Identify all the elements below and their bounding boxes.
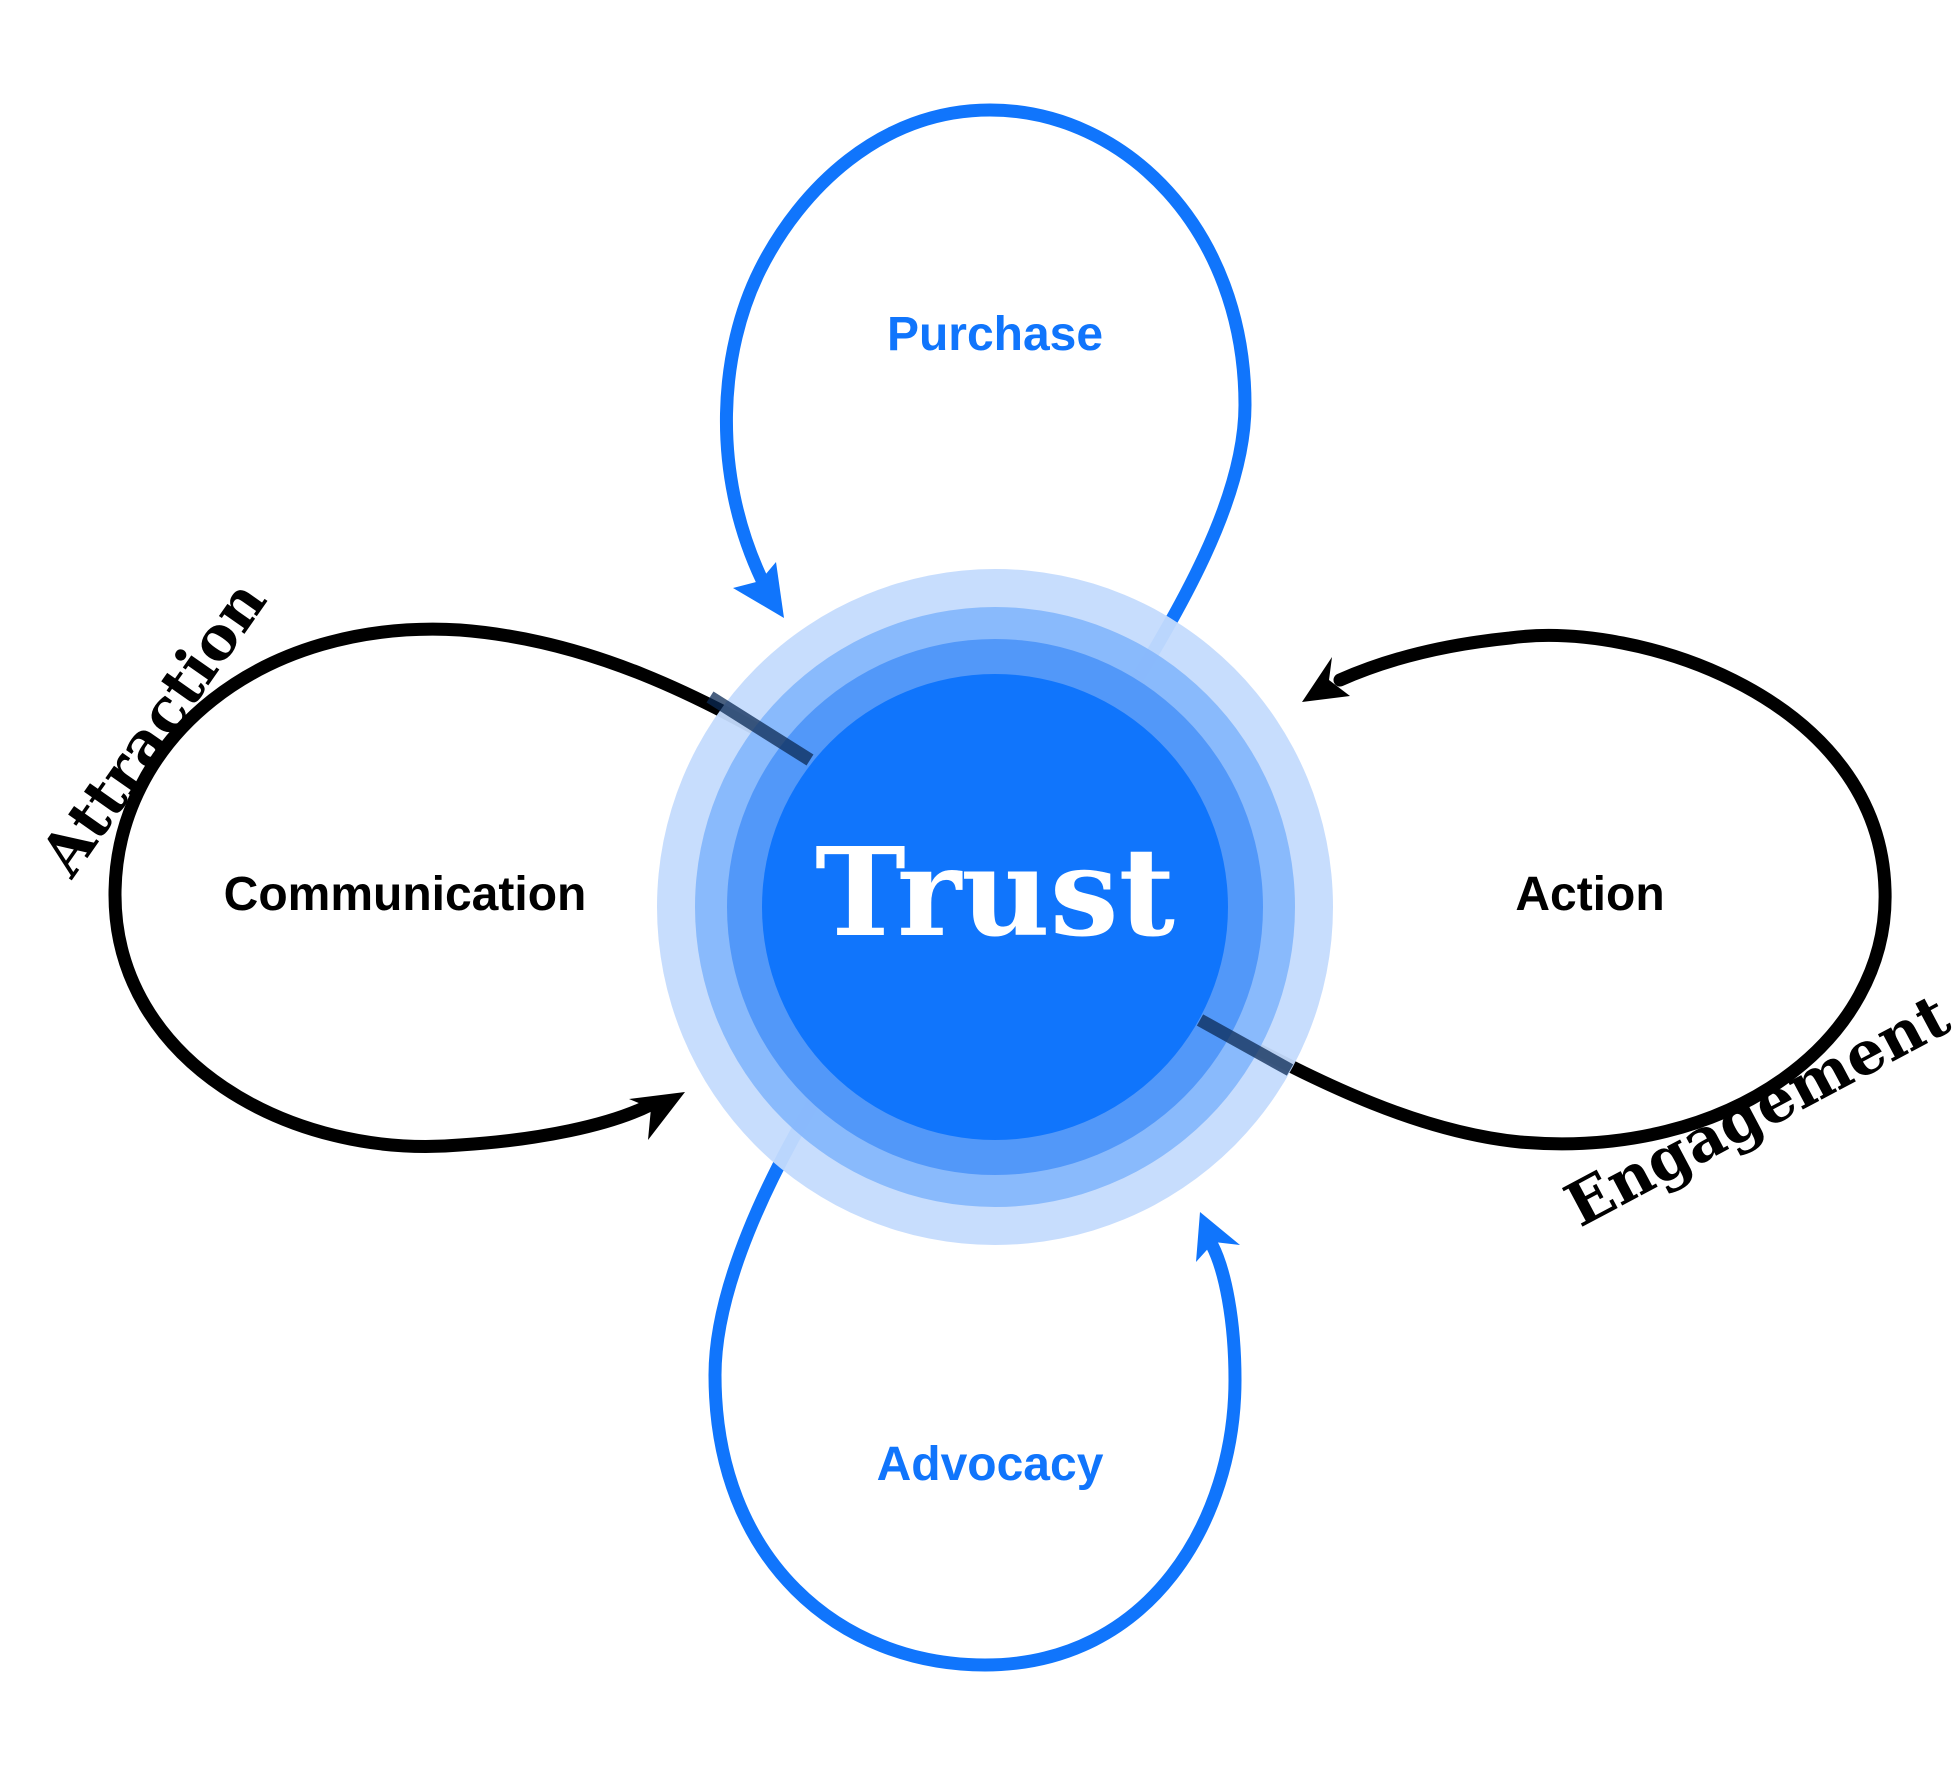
engagement-label: Engagement (1554, 981, 1958, 1242)
advocacy-label: Advocacy (877, 1438, 1104, 1491)
communication-loop (108, 622, 817, 1153)
purchase-loop (719, 103, 1252, 722)
attraction-label: Attraction (26, 568, 280, 889)
advocacy-arrowhead (1196, 1212, 1240, 1262)
crossing-segment-right (1196, 1014, 1294, 1076)
action-loop (1193, 629, 1892, 1151)
action-label: Action (1515, 868, 1664, 921)
communication-arrowhead (629, 1092, 685, 1140)
action-arrowhead (1302, 657, 1350, 702)
trust-core (762, 674, 1228, 1140)
communication-label: Communication (224, 868, 587, 921)
purchase-arrowhead (733, 562, 784, 618)
crossing-segment-left (706, 691, 814, 766)
center-label: Trust (815, 820, 1175, 964)
advocacy-loop (708, 1068, 1242, 1672)
purchase-label: Purchase (887, 308, 1103, 361)
